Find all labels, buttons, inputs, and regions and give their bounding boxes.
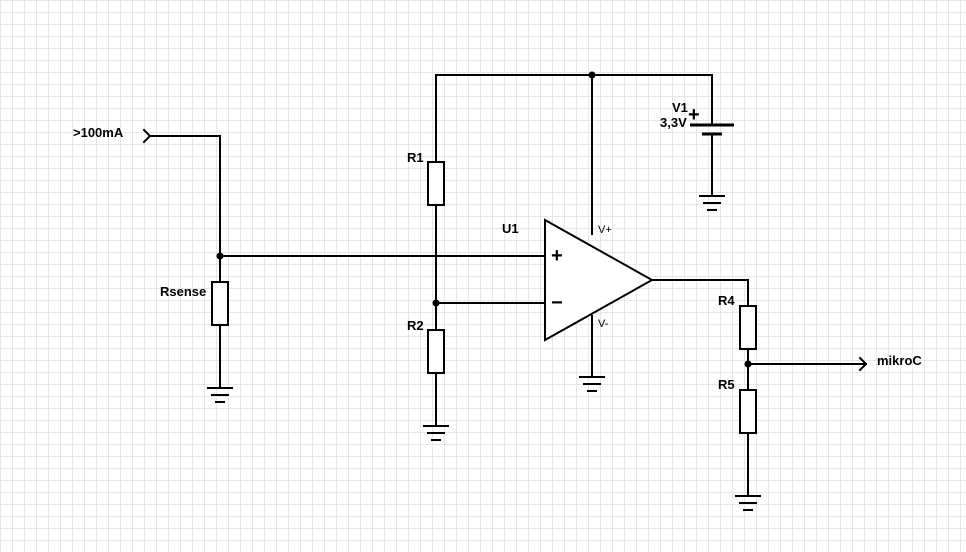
ground-symbol-battery (699, 195, 725, 211)
vplus-pin-label: V+ (598, 224, 612, 236)
r1-label: R1 (407, 150, 424, 165)
output-label: mikroC (877, 353, 922, 368)
opamp-minus-sign: − (551, 292, 563, 314)
input-terminal (142, 128, 221, 144)
input-label: >100mA (73, 125, 124, 140)
output-terminal (747, 356, 868, 372)
vminus-pin-label: V- (598, 318, 609, 330)
ground-symbol-r5 (735, 495, 761, 511)
r5-label: R5 (718, 377, 735, 392)
v1-value-label: 3,3V (660, 115, 687, 130)
v1-label: V1 (672, 100, 688, 115)
ground-symbol-opamp (579, 376, 605, 392)
r2-resistor (427, 329, 445, 374)
battery-plus-sign: + (688, 104, 700, 126)
r1-resistor (427, 161, 445, 206)
r4-resistor (739, 305, 757, 350)
ground-symbol-r2 (423, 425, 449, 441)
junction-dot-divider (432, 299, 440, 307)
r5-resistor (739, 389, 757, 434)
r2-label: R2 (407, 318, 424, 333)
junction-dot-rsense (216, 252, 224, 260)
u1-label: U1 (502, 221, 519, 236)
ground-symbol-rsense (207, 387, 233, 403)
rsense-resistor (211, 281, 229, 326)
rsense-label: Rsense (160, 284, 206, 299)
opamp-plus-sign: + (551, 245, 563, 267)
opamp-symbol (544, 218, 655, 342)
r4-label: R4 (718, 293, 735, 308)
